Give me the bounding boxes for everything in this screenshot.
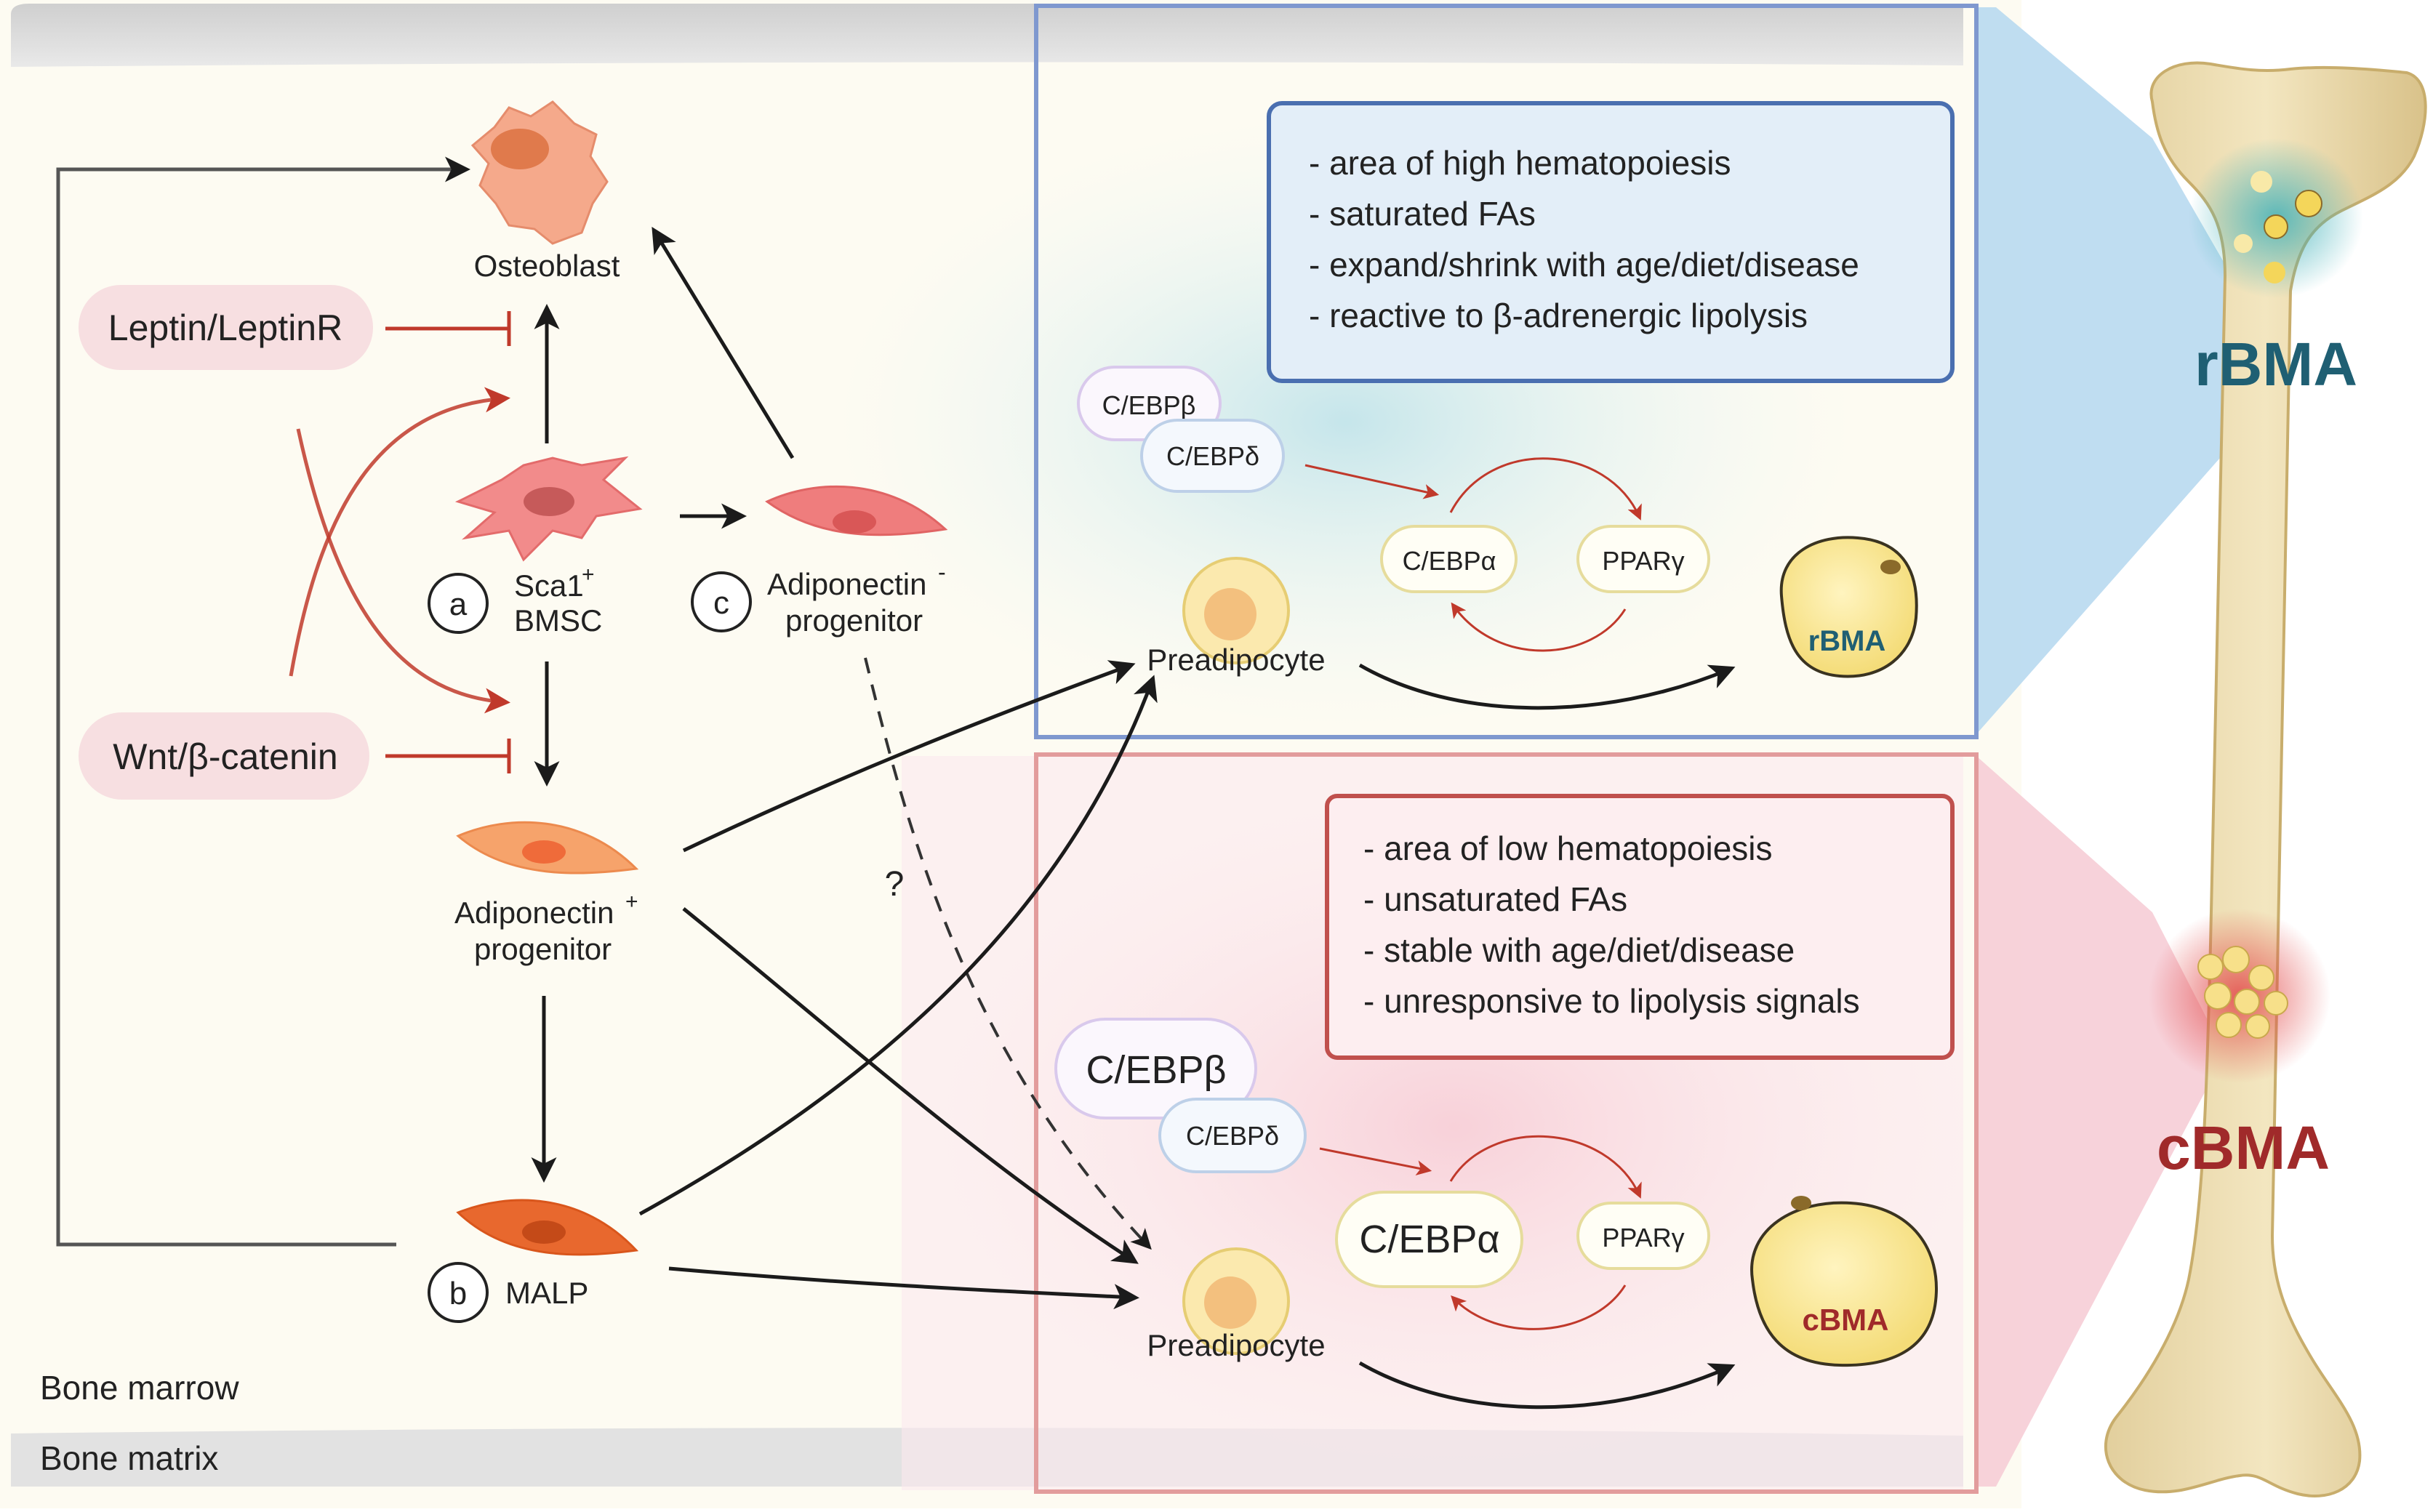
cbma-info-line-4: - unresponsive to lipolysis signals [1363,982,1860,1020]
cbma-cebpb-label: C/EBPβ [1086,1048,1226,1092]
malp-to-rbma-preadipocyte-arrow [638,675,1158,1216]
malp-to-osteoblast-arrow [56,156,470,1247]
femur-bone-illustration [2104,61,2427,1497]
bone-cbma-label: cBMA [2157,1114,2330,1182]
rbma-funnel [1976,7,2290,734]
bmsc-label-line1: Sca1 [514,568,584,603]
cbma-preadipocyte-label: Preadipocyte [1147,1328,1325,1362]
malp-cell-icon [456,1199,639,1256]
marker-c-circle [691,571,752,632]
malp-label: MALP [505,1276,588,1310]
top-bone-band [11,4,1963,67]
rbma-cebpa-to-pparg-arrow [1449,457,1642,520]
cbma-adipocyte-cell-icon [1750,1196,1938,1367]
rbma-info-line-1: - area of high hematopoiesis [1309,144,1731,182]
osteoblast-label: Osteoblast [474,249,620,283]
adiponectin-neg-to-osteoblast-arrow [652,227,795,459]
adiponectin-pos-label-sup: + [625,890,638,914]
rbma-cebpb-label: C/EBPβ [1102,390,1196,420]
adiponectin-neg-label-sup: - [938,559,946,585]
bone-matrix-label: Bone matrix [40,1439,218,1477]
rbma-info-line-3: - expand/shrink with age/diet/disease [1309,246,1859,284]
adiponectin-neg-label-line1: Adiponectin [767,567,927,601]
marker-a-circle [428,573,489,634]
cbma-cebpd-badge [1158,1098,1307,1173]
rbma-cebpa-label: C/EBPα [1403,546,1496,576]
rbma-cebpd-badge [1140,419,1285,493]
rbma-preadipocyte-to-adipocyte-arrow [1358,663,1736,710]
adiponectin-pos-to-cbma-preadipocyte-arrow [682,907,1139,1264]
bone-marrow-label: Bone marrow [40,1369,239,1407]
marker-a: a [449,587,468,622]
rbma-info-line-2: - saturated FAs [1309,195,1536,233]
cbma-cebpd-label: C/EBPδ [1186,1121,1279,1151]
cbma-info-line-1: - area of low hematopoiesis [1363,829,1773,867]
marker-b: b [449,1276,467,1311]
bmsc-cell-icon [454,456,643,562]
leptin-signal-badge [79,285,373,370]
cbma-cebpb-badge [1054,1018,1257,1119]
cbma-pparg-badge [1576,1202,1710,1270]
cbma-cebpa-to-pparg-arrow [1449,1135,1642,1199]
rbma-frame [1034,4,1979,739]
adiponectin-neg-label-line2: progenitor [785,603,923,638]
rbma-cebpbd-to-cebpa-arrow [1304,464,1440,499]
adiponectin-pos-progenitor-cell-icon [456,821,639,874]
rbma-pparg-badge [1576,525,1710,593]
cbma-pparg-to-cebpa-arrow [1451,1284,1627,1330]
cbma-preadipocyte-to-adipocyte-arrow [1358,1361,1736,1410]
adiponectin-neg-progenitor-cell-icon [765,485,948,536]
cbma-info-line-2: - unsaturated FAs [1363,880,1627,918]
bmsc-label-line2: BMSC [514,603,602,638]
leptin-signal-label: Leptin/LeptinR [108,307,342,348]
rbma-info-box [1267,101,1955,383]
cbma-cebpa-badge [1335,1191,1523,1288]
cbma-funnel [1976,756,2225,1487]
bone-rbma-label: rBMA [2194,330,2357,398]
leptin-to-adipogenesis-arrow [296,428,510,714]
cbma-pparg-label: PPARγ [1602,1223,1684,1252]
cbma-preadipocyte-cell-icon [1182,1247,1290,1355]
marker-c: c [713,585,729,621]
malp-to-cbma-preadipocyte-arrow [668,1266,1139,1310]
rbma-pparg-to-cebpa-arrow [1451,602,1627,652]
osteoblast-cell-icon [470,100,609,245]
rbma-pparg-label: PPARγ [1602,546,1684,576]
wnt-signal-label: Wnt/β-catenin [113,736,337,777]
cbma-info-line-3: - stable with age/diet/disease [1363,931,1795,969]
rbma-preadipocyte-label: Preadipocyte [1147,643,1325,677]
rbma-adipocyte-cell-icon [1779,536,1918,678]
adiponectin-pos-to-rbma-preadipocyte-arrow [682,660,1136,853]
cbma-adipocyte-label: cBMA [1802,1303,1888,1337]
bmsc-label-sup: + [582,563,595,587]
wnt-to-osteogenesis-arrow [289,387,510,677]
cbma-info-box [1325,794,1955,1060]
rbma-cebpa-badge [1380,525,1518,593]
cbma-frame [1034,752,1979,1494]
marker-b-circle [428,1262,489,1323]
adiponectin-pos-label-line1: Adiponectin [454,896,614,930]
rbma-preadipocyte-cell-icon [1182,557,1290,664]
wnt-signal-badge [79,712,369,800]
uncertain-pathway-question: ? [885,865,905,904]
rbma-cebpd-label: C/EBPδ [1166,441,1259,471]
adiponectin-pos-label-line2: progenitor [474,932,612,966]
cbma-cebpa-label: C/EBPα [1359,1218,1499,1261]
cbma-cebpbd-to-cebpa-arrow [1319,1147,1432,1176]
rbma-adipocyte-label: rBMA [1808,625,1886,657]
rbma-info-line-4: - reactive to β-adrenergic lipolysis [1309,297,1808,334]
